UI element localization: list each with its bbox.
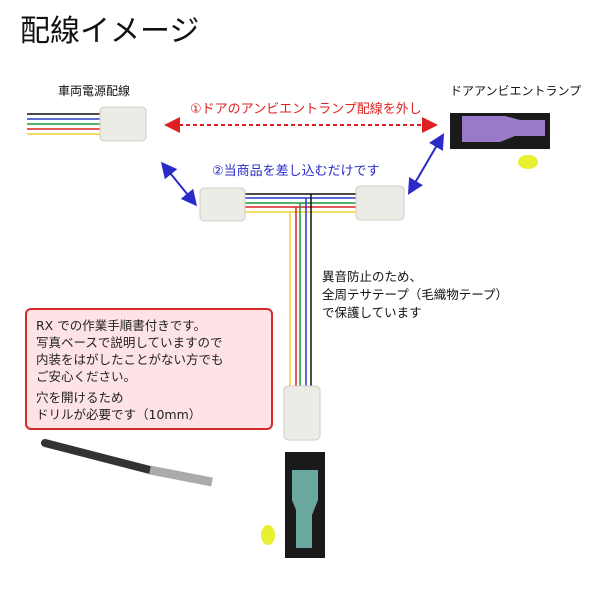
step2-text: ②当商品を差し込むだけです: [212, 164, 380, 179]
page-title: 配線イメージ: [20, 14, 200, 49]
info-box: RX での作業手順書付きです。 写真ベースで説明していますので 内装をはがしたこ…: [25, 308, 273, 430]
info-line: 穴を開けるため: [36, 390, 124, 405]
info-line: RX での作業手順書付きです。: [36, 318, 206, 333]
step1-text: ①ドアのアンビエントランプ配線を外し: [190, 102, 422, 117]
harness-wires: [243, 193, 358, 388]
harness-connector-right: [355, 185, 405, 221]
door-lamp-top: [450, 113, 550, 169]
info-line: ドリルが必要です（10mm）: [36, 407, 202, 422]
harness-connector-left: [199, 187, 246, 222]
info-line: ご安心ください。: [36, 369, 137, 384]
info-line: 写真ベースで説明していますので: [36, 335, 223, 350]
tape-note: 異音防止のため、 全周テサテープ（毛織物テープ） で保護しています: [322, 268, 508, 322]
harness-connector-bottom: [283, 385, 321, 441]
door-lamp-label: ドアアンビエントランプ: [450, 84, 582, 98]
step2-arrow-right: [407, 133, 445, 195]
note-line: 全周テサテープ（毛織物テープ）: [322, 287, 509, 302]
info-line: 内装をはがしたことがない方でも: [36, 352, 224, 367]
step2-arrow-left: [160, 161, 198, 207]
vehicle-wires: [27, 113, 102, 135]
vehicle-connector: [99, 106, 147, 142]
note-line: で保護しています: [322, 305, 422, 320]
note-line: 異音防止のため、: [322, 269, 423, 284]
vehicle-power-label: 車両電源配線: [58, 84, 131, 98]
door-lamp-bottom: [261, 452, 325, 558]
drill-bit-image: [41, 439, 213, 487]
